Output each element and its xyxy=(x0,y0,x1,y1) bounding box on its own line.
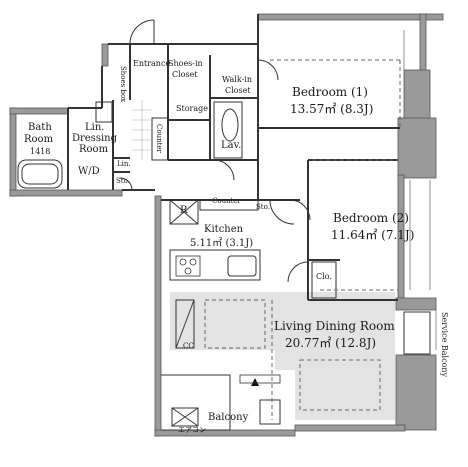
bedroom1-area: 13.57㎡ (8.3J) xyxy=(290,102,374,116)
wash-basin xyxy=(95,101,113,123)
sto-label-1: Sto. xyxy=(116,177,130,185)
bathtub xyxy=(17,159,63,189)
kitchen-name: Kitchen xyxy=(204,224,244,235)
shoes-box-label: Shoes box xyxy=(119,66,128,103)
closet-box xyxy=(311,261,337,299)
dressing-line2: Dressing xyxy=(72,133,118,144)
fixtures xyxy=(17,101,431,427)
lav-label: Lav. xyxy=(221,140,242,151)
bath-line2: Room xyxy=(24,134,54,145)
counter-vertical xyxy=(151,117,169,161)
exterior-walls xyxy=(9,13,444,437)
bath-line1: Bath xyxy=(28,122,52,133)
lav-counter xyxy=(213,101,243,159)
bath-code: 1418 xyxy=(30,147,51,156)
dashed-lines xyxy=(204,59,401,420)
counter-vertical-label: Counter xyxy=(155,124,164,153)
dressing-line1: Lin. xyxy=(85,122,105,133)
kitchen-area: 5.11㎡ (3.1J) xyxy=(190,238,254,249)
refrigerator-label: R xyxy=(180,205,188,216)
ac-unit xyxy=(171,407,199,427)
dressing-line3: Room xyxy=(79,144,109,155)
balcony-entry-arrow xyxy=(251,378,259,386)
balcony-label: Balcony xyxy=(208,412,249,423)
closet-label: Clo. xyxy=(316,272,332,281)
service-balcony-box xyxy=(403,311,431,355)
windows xyxy=(200,30,437,437)
entrance-label: Entrance xyxy=(133,59,171,68)
ac-label: エアコン xyxy=(178,426,206,434)
counter-horizontal xyxy=(199,199,259,211)
cc-label: CC xyxy=(183,342,194,350)
doors xyxy=(119,19,311,283)
living-area: 20.77㎡ (12.8J) xyxy=(285,336,377,350)
balcony-sill xyxy=(239,374,281,384)
bedroom2-name: Bedroom (2) xyxy=(333,211,409,225)
walk-in-closet-1: Walk-in xyxy=(222,75,252,84)
living-area-shade xyxy=(170,292,395,420)
bedroom1-name: Bedroom (1) xyxy=(292,85,368,99)
walk-in-closet-2: Closet xyxy=(225,86,251,95)
storage-cc xyxy=(175,299,195,349)
lin-label: Lin. xyxy=(117,160,131,168)
counter-horizontal-label: Counter xyxy=(212,197,241,205)
interior-walls xyxy=(67,14,400,301)
kitchen-counter xyxy=(169,249,261,281)
sto-label-2: Sto. xyxy=(256,203,270,211)
living-name: Living Dining Room xyxy=(274,319,395,333)
shoes-in-closet-2: Closet xyxy=(172,70,198,79)
balcony-outline xyxy=(161,374,231,431)
storage-label: Storage xyxy=(176,104,208,113)
shoes-in-closet-1: Shoes-in xyxy=(168,59,203,68)
wd-label: W/D xyxy=(78,166,100,177)
bedroom2-area: 11.64㎡ (7.1J) xyxy=(331,228,415,242)
fridge xyxy=(169,199,199,225)
sink xyxy=(227,255,257,277)
service-balcony-label: Service Balcony xyxy=(440,312,450,378)
entrance-tiles xyxy=(132,100,152,160)
stove xyxy=(175,255,201,277)
